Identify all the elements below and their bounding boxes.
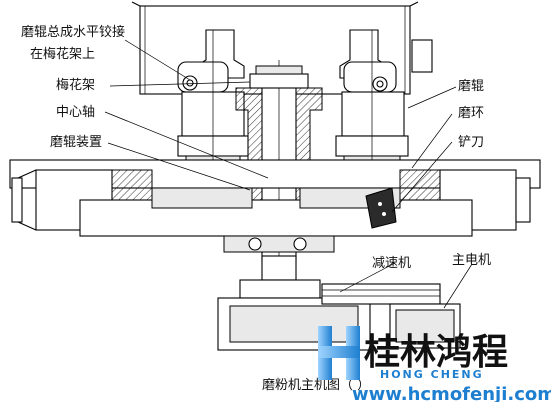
label-roller-device: 磨辊装置 <box>50 135 102 150</box>
brand-logo <box>318 326 360 380</box>
label-roller-hinge-2: 在梅花架上 <box>30 46 95 62</box>
labels: 磨辊总成水平铰接 在梅花架上 梅花架 中心轴 磨辊装置 磨辊 磨环 铲刀 减速机… <box>21 24 491 393</box>
brand-watermark: 桂林 鸿程 HONG CHENG www.hcmofenji.com <box>318 326 551 402</box>
label-center-shaft: 中心轴 <box>56 105 95 120</box>
leader-lines <box>104 39 473 309</box>
label-shovel: 铲刀 <box>458 135 484 150</box>
brand-url: www.hcmofenji.com <box>352 384 551 402</box>
label-plum-frame: 梅花架 <box>56 77 95 93</box>
label-main-motor: 主电机 <box>452 253 491 268</box>
label-reducer: 减速机 <box>372 256 411 271</box>
label-roller-hinge-1: 磨辊总成水平铰接 <box>21 24 125 40</box>
drive-group <box>217 255 461 351</box>
brand-prefix-cn: 桂林 <box>364 332 436 373</box>
label-ring: 磨环 <box>458 106 484 121</box>
brand-name-cn: 鸿程 <box>436 332 508 373</box>
brand-name-en: HONG CHENG <box>380 368 484 381</box>
right-roller-assembly <box>335 29 409 171</box>
figure-caption: 磨粉机主机图（ ） <box>262 378 370 393</box>
label-roller: 磨辊 <box>458 79 484 94</box>
base-housing <box>9 159 541 253</box>
